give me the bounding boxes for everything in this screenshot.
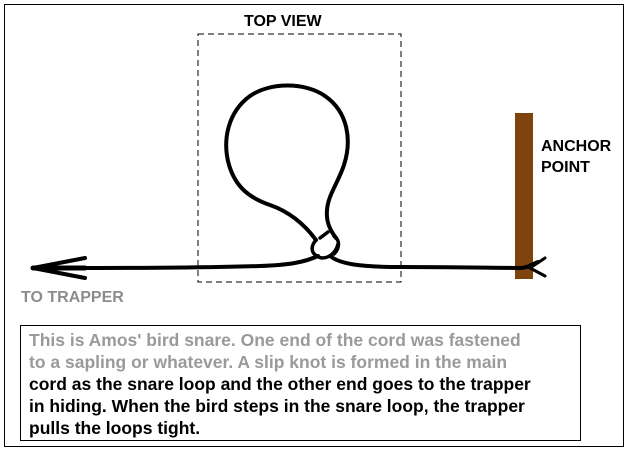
caption-line: in hiding. When the bird steps in the sn… [29,396,525,416]
caption-line: cord as the snare loop and the other end… [29,374,531,394]
main-cord-right [328,254,540,271]
anchor-label-line1: ANCHOR [541,138,612,155]
anchor-tie-icon [528,256,547,278]
caption-line: to a sapling or whatever. A slip knot is… [29,352,508,372]
arrow-left-icon [30,256,88,280]
caption-box: This is Amos' bird snare. One end of the… [20,325,581,441]
slip-knot [310,230,341,260]
snare-loop [224,83,350,242]
top-view-dashed-box [197,33,402,283]
anchor-point-label: ANCHOR POINT [541,136,611,178]
diagram-title: TOP VIEW [244,13,322,30]
to-trapper-label: TO TRAPPER [21,289,124,306]
caption-line: pulls the loops tight. [29,418,201,438]
caption-line: This is Amos' bird snare. One end of the… [29,330,521,350]
diagram-frame [4,4,624,447]
anchor-label-line2: POINT [541,159,590,176]
main-cord [36,254,320,270]
anchor-post [515,113,533,279]
